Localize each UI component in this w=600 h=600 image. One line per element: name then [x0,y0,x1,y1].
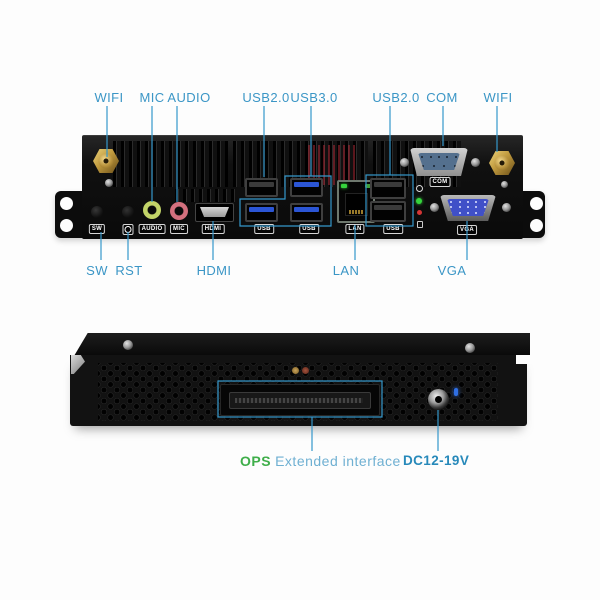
vga-badge: VGA [457,225,477,235]
hdmi-badge: HDMI [201,224,225,234]
label-usb30: USB3.0 [290,90,338,105]
reset-icon [122,224,134,235]
vga-pin-row [447,200,489,203]
wifi-antenna-connector-left [93,149,119,173]
usb-badge: USB [299,224,319,234]
label-mic: MIC [139,90,165,105]
vent-gold-dot [302,367,309,374]
label-lan: LAN [332,263,360,278]
usb-tongue [294,207,319,212]
usb-tongue [249,182,274,187]
screw [502,203,511,212]
usb-tongue [374,205,402,210]
reset-glyph [124,226,132,233]
label-ops-interface: OPS Extended interface [240,453,401,469]
ops-connector-slot [229,392,371,409]
ops-pc-bottom-panel [70,333,532,427]
bracket-hole [60,219,73,232]
usb-badge: USB [383,224,403,234]
audio-badge: AUDIO [138,224,166,234]
power-led [416,198,422,204]
lan-contacts [349,210,363,214]
usb3-port [290,203,323,222]
audio-jack [143,201,161,219]
bracket-hole [60,197,73,210]
screw [465,343,475,353]
label-usb20-left: USB2.0 [242,90,290,105]
chassis-top-strip [74,333,530,356]
usb-tongue [294,182,319,187]
dc-jack-hole [435,396,442,403]
ops-pc-rear-panel: SW AUDIO MIC HDMI USB USB LAN USB COM VG… [55,135,545,239]
vga-pin-row [447,212,489,215]
label-com: COM [426,90,458,105]
vent-grille [175,189,235,202]
ops-connector-pins [235,398,363,403]
mic-jack [170,202,188,220]
usb-tongue [249,207,274,212]
com-pin-row [418,164,460,167]
wifi-antenna-connector-right [489,151,515,175]
com-pin-row [418,156,460,159]
usb-tongue [374,182,402,187]
label-vga: VGA [437,263,467,278]
com-connector-inner [418,153,460,170]
rst-button [122,206,134,218]
hdmi-connector-inner [200,207,229,217]
label-wifi-left: WIFI [94,90,124,105]
ops-connector [220,384,380,416]
usb2-port [245,178,278,197]
antenna-pin [499,160,505,166]
screw [123,340,133,350]
label-rst: RST [115,263,143,278]
usb2-port [370,201,406,222]
label-audio: AUDIO [167,90,211,105]
usb-badge: USB [254,224,274,234]
vga-connector-inner [447,199,489,216]
label-extended-interface: Extended interface [275,453,401,469]
power-led-blue [454,388,458,396]
lan-led-left [341,184,347,188]
usb3-port [245,203,278,222]
screw [105,179,113,187]
screw [430,203,439,212]
usb3-port [290,178,323,197]
lan-badge: LAN [345,224,365,234]
screw [471,158,480,167]
com-badge: COM [429,177,451,187]
label-usb20-right: USB2.0 [372,90,420,105]
label-dc12-19v: DC12-19V [403,453,470,468]
usb2-port [370,178,406,199]
label-ops: OPS [240,453,272,469]
screw [400,158,409,167]
sw-button [91,206,103,218]
hdd-icon [417,221,423,228]
bracket-hole [530,219,543,232]
label-sw: SW [86,263,108,278]
chassis-notch-right [516,355,532,364]
com-port [410,148,468,176]
power-icon [416,185,423,192]
label-wifi-right: WIFI [483,90,513,105]
vent-gold-dot [292,367,299,374]
dc-jack [428,389,449,410]
label-hdmi: HDMI [196,263,232,278]
vga-pin-row [447,206,489,209]
vga-port [440,195,496,221]
vent-grille [113,141,228,187]
antenna-pin [103,158,109,164]
hdd-led [417,210,422,215]
sw-badge: SW [88,224,106,234]
screw [501,181,508,188]
mic-badge: MIC [170,224,188,234]
hdmi-port [195,203,234,222]
bracket-hole [530,197,543,210]
